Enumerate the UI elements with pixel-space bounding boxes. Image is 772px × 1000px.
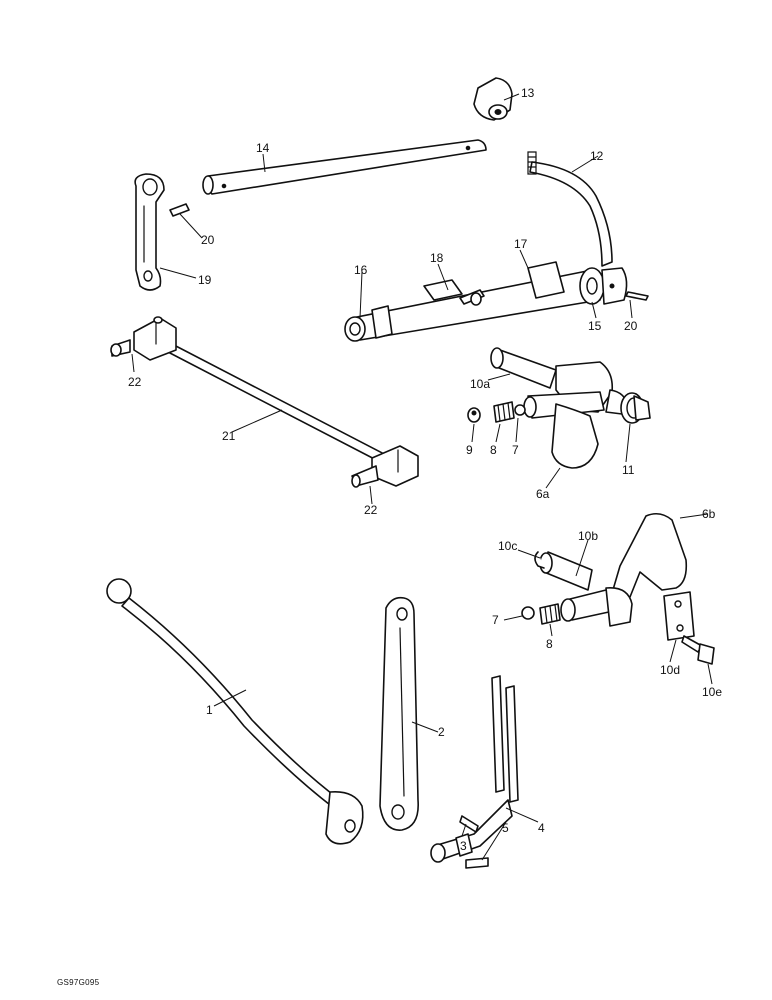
callout-7-upper: 7	[512, 443, 519, 457]
pins-3-5	[459, 815, 489, 869]
shifter-assembly-6b	[534, 512, 715, 665]
part-21-tie-rod	[110, 316, 419, 488]
callout-10a: 10a	[470, 377, 490, 391]
callout-18: 18	[430, 251, 444, 265]
detent-parts-lower	[521, 603, 561, 625]
callout-21: 21	[222, 429, 236, 443]
callout-20-lower: 20	[624, 319, 638, 333]
callout-22-upper: 22	[128, 375, 142, 389]
part-14-rod	[202, 139, 487, 195]
callout-17: 17	[514, 237, 528, 251]
callout-11: 11	[622, 463, 635, 477]
callout-labels: 13 14 12 20 19 16 18 17 15 20 22 21 22 1…	[128, 86, 722, 853]
part-1-gear-lever	[106, 578, 364, 845]
callout-4: 4	[538, 821, 545, 835]
part-20-pin-upper	[169, 203, 190, 217]
callout-20-upper: 20	[201, 233, 215, 247]
callout-14: 14	[256, 141, 270, 155]
drawing-code: GS97G095	[57, 978, 100, 987]
callout-6a: 6a	[536, 487, 550, 501]
shaft-assembly	[344, 261, 649, 342]
part-12-bent-rod	[527, 151, 613, 267]
callout-6b: 6b	[702, 507, 716, 521]
callout-22-lower: 22	[364, 503, 378, 517]
callout-3: 3	[460, 839, 467, 853]
callout-8-lower: 8	[546, 637, 553, 651]
callout-15: 15	[588, 319, 602, 333]
callout-10c: 10c	[498, 539, 517, 553]
callout-1: 1	[206, 703, 213, 717]
part-4-selector	[430, 675, 519, 863]
part-2-lever-arm	[379, 596, 419, 831]
callout-9: 9	[466, 443, 473, 457]
part-13-knob	[473, 77, 513, 121]
detent-parts-upper	[467, 401, 526, 423]
leader-lines	[131, 93, 713, 861]
callout-2: 2	[438, 725, 445, 739]
callout-10b: 10b	[578, 529, 598, 543]
shifter-assembly-6a	[490, 347, 651, 469]
callout-12: 12	[590, 149, 604, 163]
part-19-link-arm	[134, 173, 165, 291]
callout-5: 5	[502, 821, 509, 835]
callout-19: 19	[198, 273, 212, 287]
callout-7-lower: 7	[492, 613, 499, 627]
callout-8-upper: 8	[490, 443, 497, 457]
callout-10d: 10d	[660, 663, 680, 677]
callout-13: 13	[521, 86, 535, 100]
callout-16: 16	[354, 263, 368, 277]
callout-10e: 10e	[702, 685, 722, 699]
